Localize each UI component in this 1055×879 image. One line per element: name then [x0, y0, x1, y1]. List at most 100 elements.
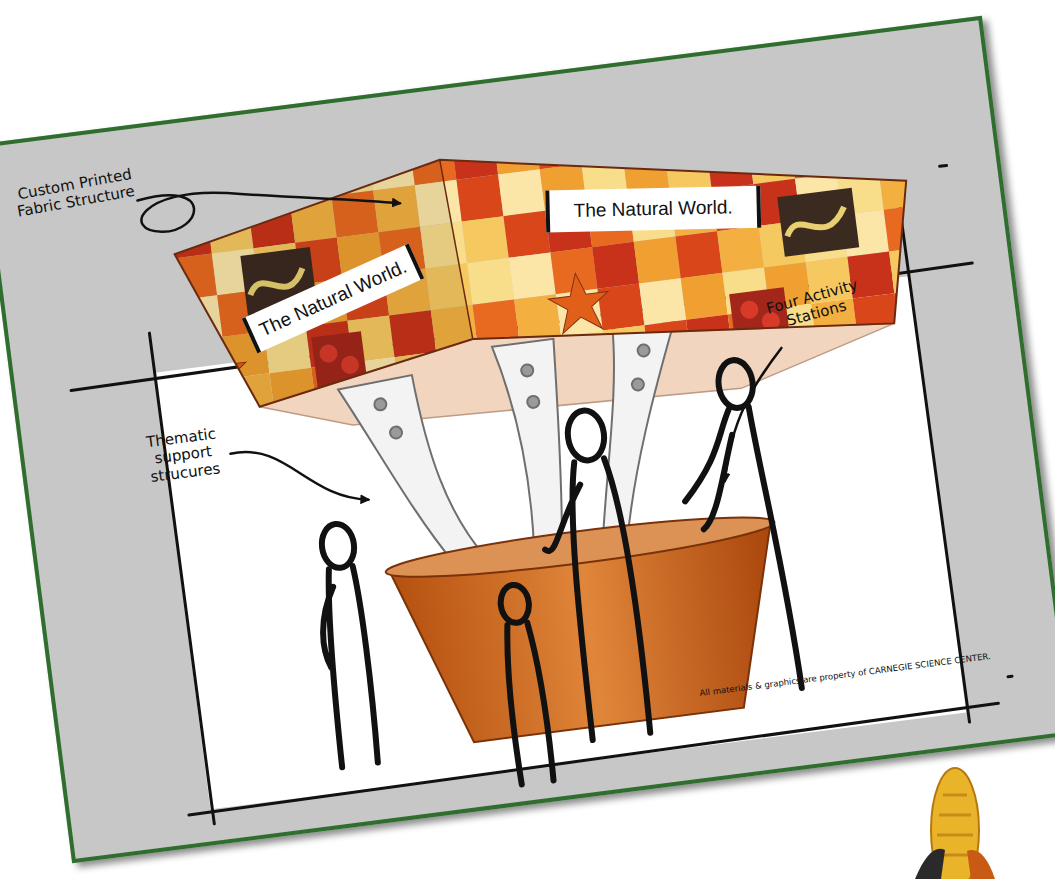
support-pillar [575, 317, 700, 542]
frame-tick [1008, 675, 1012, 679]
support-pillar [337, 369, 485, 573]
pillar-hole [631, 378, 644, 391]
fabric-tile [748, 137, 795, 184]
fabric-tile [900, 329, 947, 376]
fabric-tile [675, 231, 722, 278]
leader-arrow [137, 166, 400, 237]
fabric-tile [233, 415, 280, 462]
fabric-tile [592, 242, 639, 289]
figure-body [674, 404, 802, 699]
figure-body [535, 457, 652, 743]
fabric-tile [451, 133, 498, 180]
fabric-tile [519, 336, 566, 383]
table-top [384, 506, 777, 588]
fabric-tile [717, 226, 764, 273]
fabric-tile [936, 282, 983, 329]
fabric-tile [181, 337, 228, 384]
fabric-tile [634, 236, 681, 283]
fabric-tile [243, 160, 290, 207]
fabric-tile [186, 379, 233, 426]
fabric-tile [701, 101, 748, 148]
sign-text: The Natural World. [573, 196, 733, 222]
fabric-tile [878, 163, 925, 210]
snake-photo [777, 188, 859, 257]
fabric-tile [525, 377, 572, 424]
fabric-tile [576, 117, 623, 164]
corn-illustration [895, 755, 1055, 879]
fabric-tile [884, 204, 931, 251]
fabric-tile [826, 85, 873, 132]
pillar-hole [521, 364, 534, 377]
leader-arrow [230, 437, 368, 516]
fabric-tile [868, 79, 915, 126]
left-face-shade [167, 159, 478, 415]
fabric-tile [493, 128, 540, 175]
fabric-tile [400, 393, 447, 440]
figure-head [319, 522, 356, 570]
fabric-tile [534, 122, 581, 169]
frame-line [896, 181, 969, 722]
figure-head [565, 408, 607, 462]
fabric-tile [441, 388, 488, 435]
frame-tick [940, 164, 947, 168]
fabric-tile [909, 74, 956, 121]
corn-husk [967, 850, 995, 879]
fabric-tile [316, 404, 363, 451]
fabric-tile [784, 90, 831, 137]
fabric-tile [498, 169, 545, 216]
leader-arrow [709, 348, 797, 481]
fabric-tile [483, 383, 530, 430]
fabric-tile [597, 283, 644, 330]
pillar-hole [637, 344, 650, 357]
fabric-tile [650, 361, 697, 408]
blood-cell [739, 300, 759, 320]
fabric-tile [608, 367, 655, 414]
fabric-tile [920, 157, 967, 204]
corn-kernels [937, 795, 973, 855]
fabric-tile [931, 241, 978, 288]
fabric-tile [358, 399, 405, 446]
fabric-tile [941, 324, 988, 371]
fabric-tile [456, 175, 503, 222]
fabric-tile [462, 216, 509, 263]
fabric-tile [894, 288, 941, 335]
fabric-tile [509, 253, 556, 300]
fabric-tile [925, 199, 972, 246]
fabric-tile [853, 293, 900, 340]
canopy-edge [440, 159, 473, 341]
fabric-tile [858, 335, 905, 382]
fabric-tile [618, 112, 665, 159]
fabric-tile [873, 121, 920, 168]
fabric-tile [467, 258, 514, 305]
pillar-hole [374, 398, 387, 411]
fabric-tile [284, 154, 331, 201]
pillar-hole [389, 426, 402, 439]
fabric-tile [831, 126, 878, 173]
callout-label: Custom Printed Fabric Structure [7, 166, 136, 222]
title-sign: The Natural World. [545, 186, 761, 233]
fabric-tile [706, 143, 753, 190]
starfish [546, 270, 613, 335]
visitor-figures [295, 357, 810, 807]
leader-arrows [137, 120, 797, 551]
fabric-tile [889, 246, 936, 293]
figure-body [501, 622, 555, 785]
figure-body [315, 566, 381, 768]
fabric-tile [561, 330, 608, 377]
snake-shape [784, 207, 846, 236]
canopy-fabric [159, 74, 988, 467]
presentation-card: The Natural World.The Natural World.Cust… [0, 16, 1055, 863]
figure-head [716, 358, 756, 410]
fabric-tile [201, 165, 248, 212]
corn-husk [915, 849, 945, 879]
fabric-tile [915, 116, 962, 163]
fabric-tile [743, 96, 790, 143]
fabric-tile [639, 278, 686, 325]
fabric-tile [790, 132, 837, 179]
fabric-tile [436, 346, 483, 393]
fabric-tile [503, 211, 550, 258]
fabric-tile [275, 410, 322, 457]
fabric-tile [478, 341, 525, 388]
fabric-tile [686, 314, 733, 361]
checker-pattern [159, 74, 988, 467]
